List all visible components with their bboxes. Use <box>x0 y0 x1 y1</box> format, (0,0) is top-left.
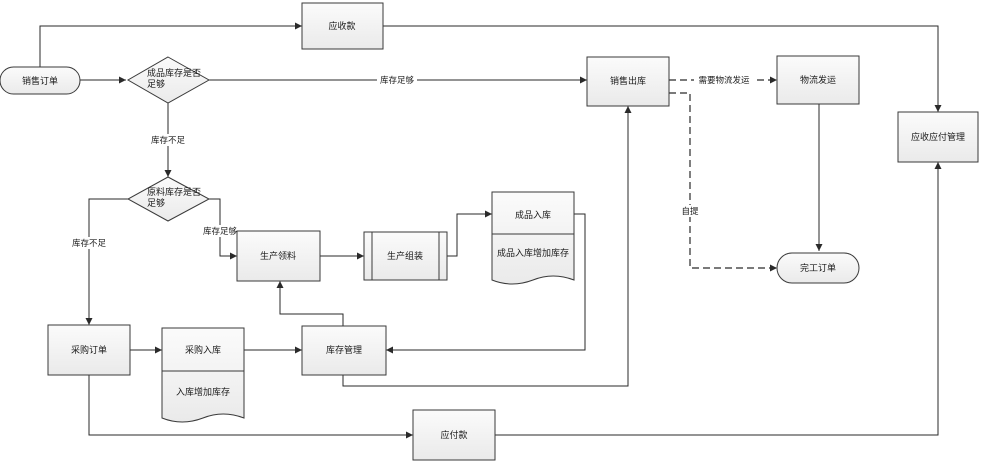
node-finished-stock-check[interactable] <box>126 56 211 104</box>
edge-assembly-to-inbound <box>447 210 492 257</box>
node-finished-inbound-title: 成品入库 <box>515 209 551 221</box>
node-material-stock-check[interactable] <box>126 176 211 222</box>
edge-inbound-to-inventory <box>386 213 586 354</box>
label-bg <box>377 74 417 86</box>
node-payable[interactable] <box>412 409 496 461</box>
node-finished-stock-check-line1: 成品库存是否 <box>147 67 201 79</box>
node-complete-order[interactable] <box>776 252 860 284</box>
edge-label-stock-short-top: 库存不足 <box>151 135 186 146</box>
edge-order-to-receivable <box>39 22 302 67</box>
node-purchase-inbound-title: 采购入库 <box>185 344 221 356</box>
node-logistics-label: 物流发运 <box>800 74 836 86</box>
edge-outbound-to-complete <box>669 92 777 272</box>
node-material-stock-check-line2: 足够 <box>147 198 165 209</box>
node-production-material[interactable] <box>236 230 321 282</box>
node-finished-inbound-note: 成品入库增加库存 <box>497 247 569 259</box>
node-production-assembly[interactable] <box>363 231 448 281</box>
edge-label-need-logistics: 需要物流发运 <box>698 75 750 86</box>
node-production-material-label: 生产领料 <box>260 250 296 262</box>
edge-label-stock-enough-mid: 库存足够 <box>203 226 238 237</box>
node-ar-ap-management[interactable] <box>897 111 979 163</box>
node-purchase-inbound[interactable] <box>161 327 245 423</box>
node-purchase-inbound-note: 入库增加库存 <box>176 386 230 398</box>
node-purchase-order-label: 采购订单 <box>71 344 107 356</box>
label-bg <box>680 205 700 217</box>
edge-label-stock-short-left: 库存不足 <box>72 238 107 249</box>
node-finished-stock-check-line2: 足够 <box>147 79 165 90</box>
node-inventory-management-label: 库存管理 <box>326 344 362 356</box>
node-inventory-management[interactable] <box>301 325 387 376</box>
edge-label-stock-enough-top: 库存足够 <box>380 75 415 86</box>
edge-label-self-pickup: 自提 <box>681 206 699 217</box>
label-bg <box>694 74 754 86</box>
node-sales-order-label: 销售订单 <box>22 75 58 87</box>
edge-payable-to-arap <box>495 162 942 436</box>
node-sales-outbound-label: 销售出库 <box>610 75 646 87</box>
node-purchase-order[interactable] <box>47 324 131 376</box>
node-payable-label: 应付款 <box>440 429 467 441</box>
edge-inventory-to-production <box>276 281 344 326</box>
label-bg <box>69 237 109 249</box>
node-sales-outbound[interactable] <box>586 56 670 107</box>
edge-material-check-to-purchase <box>85 198 128 325</box>
edge-purchase-to-payable <box>88 375 413 439</box>
node-production-assembly-label: 生产组装 <box>387 250 423 262</box>
label-bg <box>148 134 188 146</box>
node-receivable[interactable] <box>301 2 384 50</box>
node-finished-inbound[interactable] <box>491 191 575 285</box>
node-receivable-label: 应收款 <box>328 20 355 32</box>
node-logistics[interactable] <box>776 55 860 105</box>
edge-inventory-to-outbound <box>342 106 632 387</box>
node-material-stock-check-line1: 原料库存是否 <box>147 186 201 198</box>
edge-receivable-to-arap <box>383 25 942 112</box>
label-bg <box>200 225 240 237</box>
node-complete-order-label: 完工订单 <box>800 262 836 274</box>
node-ar-ap-management-label: 应收应付管理 <box>911 131 965 143</box>
node-sales-order[interactable] <box>0 66 81 95</box>
